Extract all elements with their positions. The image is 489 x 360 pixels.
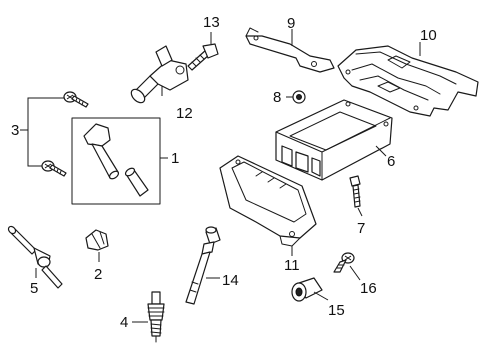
callout-3: 3: [11, 122, 19, 139]
callout-15: 15: [328, 302, 345, 319]
callout-5: 5: [30, 280, 38, 297]
callout-14: 14: [222, 272, 239, 289]
part-8-grommet: [286, 90, 306, 104]
part-6-ecm: [275, 99, 393, 181]
callout-2: 2: [94, 266, 102, 283]
part-2-clip: [85, 229, 109, 262]
part-13-bolt: [187, 32, 219, 71]
part-1-ignition-coil: [71, 117, 168, 205]
part-7-bolt: [349, 175, 363, 217]
part-5-sensor: [7, 225, 63, 289]
callout-11: 11: [284, 257, 300, 274]
part-16-screw: [333, 252, 361, 281]
callout-16: 16: [360, 280, 377, 297]
part-3-screws: [20, 91, 89, 177]
callout-12: 12: [176, 105, 193, 122]
callout-labels: 1 2 3 4 5 6 7 8 9 10 11 12 13 14 15 16: [11, 14, 437, 331]
callout-8: 8: [273, 89, 281, 106]
callout-7: 7: [357, 220, 365, 237]
part-10-cover: [337, 42, 479, 117]
callout-4: 4: [120, 314, 128, 331]
part-11-bracket: [219, 155, 317, 256]
callout-6: 6: [387, 153, 395, 170]
part-14-sensor: [185, 226, 221, 305]
callout-10: 10: [420, 27, 437, 44]
callout-1: 1: [171, 150, 179, 167]
part-4-spark-plug: [132, 291, 165, 343]
part-12-sensor: [130, 45, 189, 104]
callout-9: 9: [287, 15, 295, 32]
part-15-connector: [291, 277, 329, 302]
callout-13: 13: [203, 14, 220, 31]
part-9-bracket: [245, 27, 335, 73]
